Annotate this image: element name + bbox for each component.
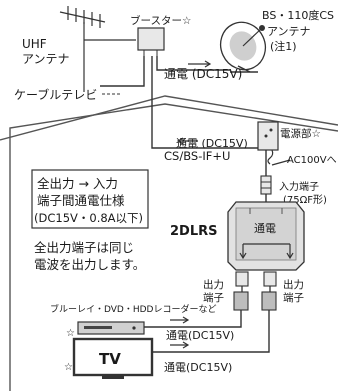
tv-icon xyxy=(72,337,154,379)
power-arrow-mid-icon xyxy=(176,137,198,145)
recorder-cable xyxy=(144,320,242,328)
tv-star: ☆ xyxy=(64,362,73,373)
bs-label-3: (注1) xyxy=(270,39,297,53)
out-right-label-1: 出力 xyxy=(283,278,304,291)
bs-label-1: BS・110度CS xyxy=(262,8,334,22)
uhf-label-1: UHF xyxy=(22,37,47,51)
splitter-icon xyxy=(227,201,305,271)
booster-box-icon xyxy=(137,27,165,56)
tv-label: TV xyxy=(99,350,121,368)
power-arrow-top-icon xyxy=(188,60,212,68)
main-feed-cable xyxy=(151,56,258,149)
csbs-fu-label: CS/BS-IF+U xyxy=(164,149,230,163)
booster-label: ブースター☆ xyxy=(130,14,191,27)
power-recorder-label: 通電(DC15V) xyxy=(166,329,234,342)
tv-cable xyxy=(152,320,270,353)
f-connector-left-icon xyxy=(233,271,249,320)
note-line-1: 全出力端子は同じ xyxy=(34,240,134,255)
ac-plug-icon xyxy=(267,149,291,166)
f-connector-right-icon xyxy=(261,271,277,320)
uhf-antenna-icon xyxy=(59,6,136,92)
splitter-power-label: 通電 xyxy=(254,222,276,235)
out-left-label-2: 端子 xyxy=(203,291,224,304)
cable-tv-label: ケーブルテレビ xyxy=(14,87,97,102)
satellite-dish-icon xyxy=(219,21,267,73)
out-right-label-2: 端子 xyxy=(283,291,304,304)
power-unit-label: 電源部☆ xyxy=(280,127,321,140)
power-mid-label: 通電 (DC15V) xyxy=(176,137,248,150)
f-connector-top-icon xyxy=(260,175,272,202)
spec-box xyxy=(31,169,149,229)
power-top-label: 通電 (DC15V) xyxy=(164,67,242,81)
input-terminal-label-1: 入力端子 xyxy=(279,180,319,193)
bs-label-2: アンテナ xyxy=(267,25,311,38)
note-line-2: 電波を出力します。 xyxy=(34,257,145,272)
uhf-label-2: アンテナ xyxy=(22,52,70,66)
spec-line-3: (DC15V・0.8A以下) xyxy=(34,211,143,225)
recorder-label: ブルーレイ・DVD・HDDレコーダーなど xyxy=(50,303,217,315)
spec-line-2: 端子間通電仕様 xyxy=(37,193,125,208)
power-arrow-recorder-icon xyxy=(170,316,190,324)
model-label: 2DLRS xyxy=(170,224,218,239)
power-unit-icon xyxy=(257,121,279,151)
dish-cable xyxy=(100,56,230,87)
recorder-icon xyxy=(77,321,145,335)
splitter-arrows-icon xyxy=(239,243,294,260)
recorder-star: ☆ xyxy=(66,328,75,339)
house-outline xyxy=(0,95,338,391)
out-left-label-1: 出力 xyxy=(203,278,224,291)
power-arrow-tv-icon xyxy=(170,341,190,349)
power-tv-label: 通電(DC15V) xyxy=(164,361,232,374)
spec-line-1: 全出力 → 入力 xyxy=(37,176,118,191)
ac100-label: AC100Vへ xyxy=(287,155,337,166)
